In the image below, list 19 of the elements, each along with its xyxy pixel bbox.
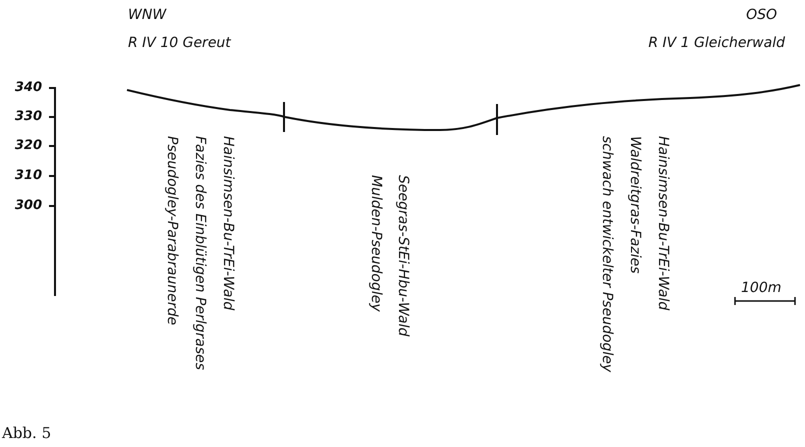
soil-label: Mulden-Pseudogley: [368, 175, 384, 312]
vegetation-label: Seegras-StEi-Hbu-Wald: [395, 175, 411, 336]
site-label: R IV 10 Gereut: [128, 35, 231, 51]
axis-tick-label: 320: [14, 138, 42, 154]
facies-label: Waldreitgras-Fazies: [627, 136, 643, 274]
figure-number: Abb. 5: [2, 425, 52, 441]
direction-label: OSO: [746, 7, 777, 23]
soil-label: Pseudogley-Parabraunerde: [164, 136, 180, 326]
axis-tick-label: 340: [14, 80, 42, 96]
scale-label: 100m: [741, 280, 782, 296]
vegetation-label: Hainsimsen-Bu-TrEi-Wald: [220, 136, 236, 310]
axis-tick-label: 300: [14, 198, 42, 214]
axis-tick-label: 330: [14, 109, 42, 125]
site-label: R IV 1 Gleicherwald: [648, 35, 785, 51]
direction-label: WNW: [128, 7, 166, 23]
facies-label: Fazies des Einblütigen Perlgrases: [192, 136, 208, 370]
soil-label: schwach entwickelter Pseudogley: [599, 136, 615, 372]
vegetation-label: Hainsimsen-Bu-TrEi-Wald: [655, 136, 671, 310]
axis-tick-label: 310: [14, 168, 42, 184]
